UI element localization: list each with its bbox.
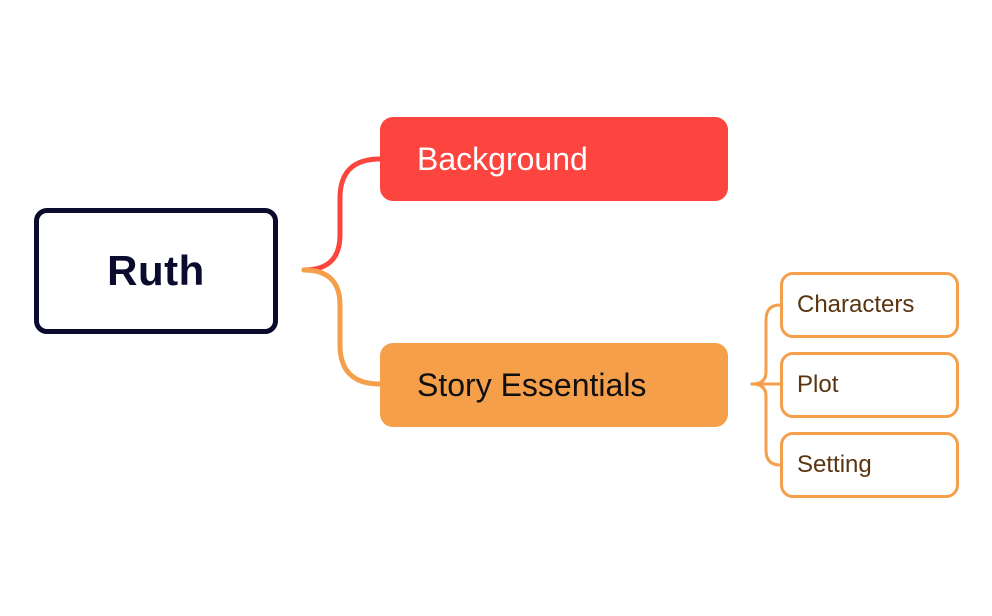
sub-node-setting[interactable]: Setting: [780, 432, 959, 498]
root-node[interactable]: Ruth: [34, 208, 278, 334]
sub-node-plot[interactable]: Plot: [780, 352, 959, 418]
branch-node-background[interactable]: Background: [380, 117, 728, 201]
sub-node-plot-label: Plot: [797, 371, 839, 398]
connector-root-to-background: [301, 156, 383, 273]
branch-node-story-essentials[interactable]: Story Essentials: [380, 343, 728, 427]
sub-node-characters-label: Characters: [797, 291, 915, 318]
root-node-label: Ruth: [107, 247, 205, 294]
sub-node-setting-label: Setting: [797, 451, 872, 478]
branch-node-story-essentials-label: Story Essentials: [417, 366, 647, 403]
sub-node-characters[interactable]: Characters: [780, 272, 959, 338]
branch-node-background-label: Background: [417, 140, 588, 177]
connector-story-to-setting: [750, 382, 782, 467]
connector-story-to-characters: [750, 303, 782, 386]
connector-root-to-story-essentials: [301, 267, 383, 387]
